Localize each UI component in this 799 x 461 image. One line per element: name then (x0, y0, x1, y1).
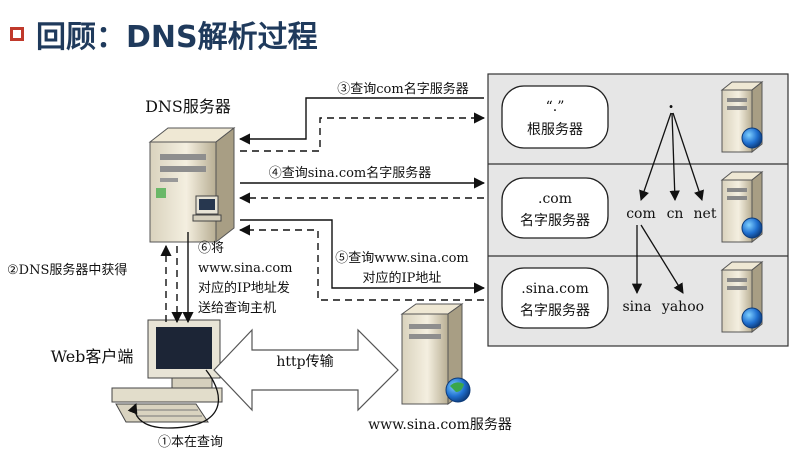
step3-label: ③查询com名字服务器 (337, 81, 468, 97)
title-text: 回顾：DNS解析过程 (36, 20, 318, 55)
com-server-line1: .com (538, 191, 572, 207)
step4-label: ④查询sina.com名字服务器 (269, 165, 432, 181)
tree-root: . (668, 93, 674, 112)
dns-server-icon (148, 126, 236, 244)
server-tower-icon (720, 80, 764, 154)
web-client-label: Web客户端 (51, 347, 134, 366)
step5-arrows (238, 219, 486, 301)
step3-arrows (238, 97, 486, 152)
bullet-square-icon (10, 27, 24, 41)
sina-server-label: www.sina.com服务器 (368, 417, 512, 433)
step4-arrows (238, 177, 486, 204)
sina-web-server-icon (400, 303, 471, 405)
tree-net: net (694, 206, 717, 222)
tree-cn: cn (667, 206, 684, 222)
sina-server-line2: 名字服务器 (520, 303, 590, 319)
step5-label-line2: 对应的IP地址 (363, 270, 442, 286)
sina-server-line1: .sina.com (521, 281, 588, 297)
http-transfer-arrow (213, 328, 399, 412)
step6-label-line1: ⑥将 (198, 241, 224, 256)
root-server-line2: 根服务器 (527, 122, 583, 138)
client-dns-arrows (160, 232, 194, 324)
tree-com: com (626, 206, 656, 222)
step6-label-line3: 对应的IP地址发 (198, 280, 290, 296)
http-label: http传输 (276, 354, 333, 370)
local-query-arrow (127, 369, 220, 429)
small-pc-icon (192, 195, 222, 222)
tree-yahoo: yahoo (661, 299, 704, 315)
com-server-box: .com 名字服务器 (501, 177, 609, 239)
step1-label: ①本在查询 (158, 435, 223, 450)
server-tower-icon (720, 260, 764, 334)
root-server-line1: “.” (546, 99, 565, 115)
step5-label-line1: ⑤查询www.sina.com (335, 251, 469, 266)
step6-label-line4: 送给查询主机 (198, 301, 276, 316)
server-tower-icon (720, 170, 764, 244)
step6-label-line2: www.sina.com (198, 261, 293, 276)
tree-sina: sina (622, 299, 651, 315)
dns-server-label: DNS服务器 (145, 97, 231, 116)
root-server-box: “.” 根服务器 (501, 85, 609, 149)
web-client-icon (111, 319, 223, 423)
step2-label: ②DNS服务器中获得 (7, 262, 127, 278)
slide-title: 回顾：DNS解析过程 (10, 14, 318, 55)
domain-tree: . com cn net sina yahoo (622, 93, 716, 315)
sina-name-server-box: .sina.com 名字服务器 (501, 267, 609, 329)
com-server-line2: 名字服务器 (520, 213, 590, 229)
